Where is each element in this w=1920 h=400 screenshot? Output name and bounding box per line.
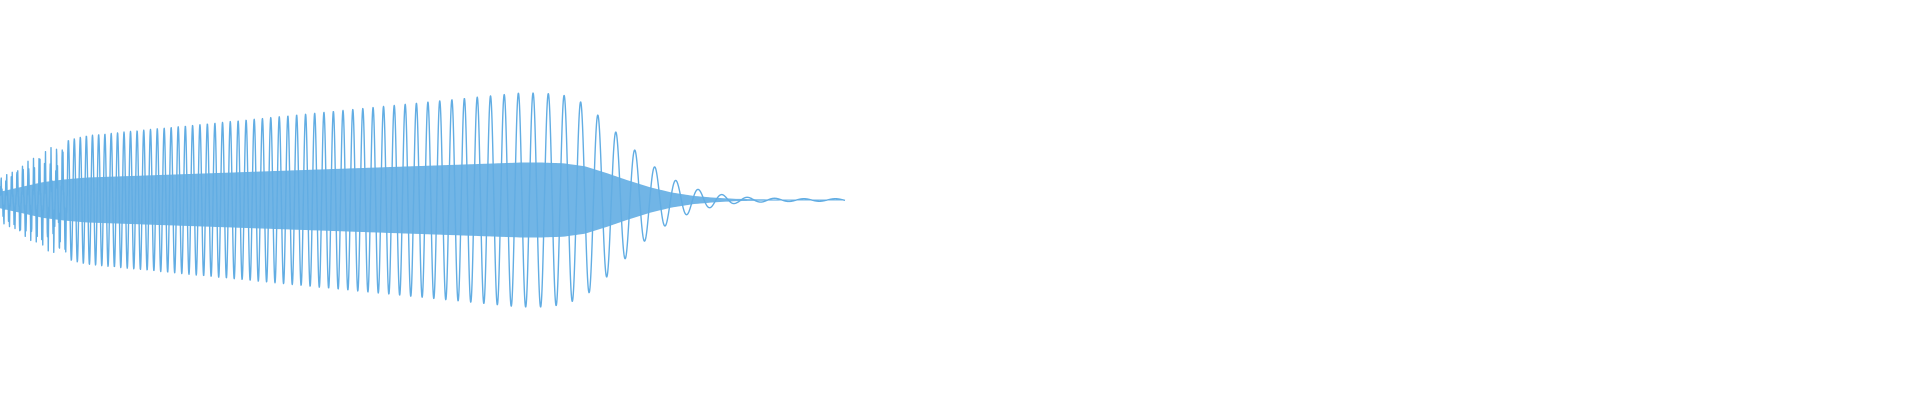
waveform-path xyxy=(0,92,846,308)
waveform-core xyxy=(0,162,844,238)
